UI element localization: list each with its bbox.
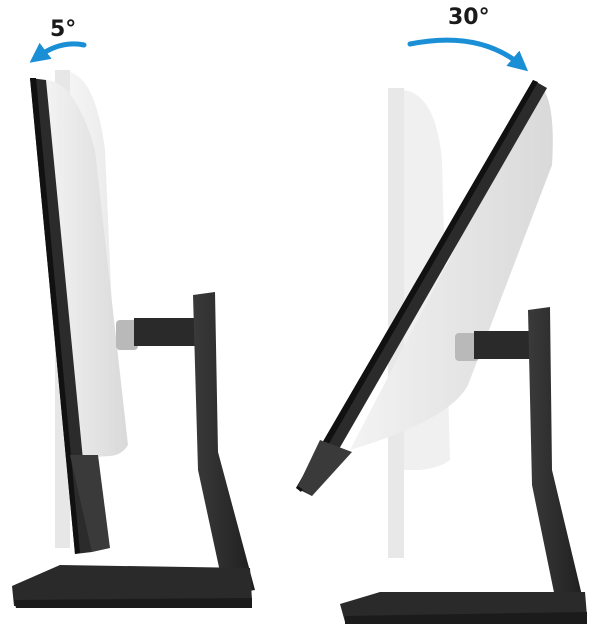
right-monitor-back bbox=[350, 85, 553, 450]
left-hinge-arm bbox=[134, 318, 200, 346]
right-monitor-group: 30° bbox=[296, 5, 587, 624]
right-tilt-arrow bbox=[410, 40, 522, 66]
left-angle-label: 5° bbox=[50, 17, 76, 42]
right-monitor-chin bbox=[298, 440, 352, 496]
left-stand-neck bbox=[193, 292, 255, 595]
right-stand-neck bbox=[528, 307, 585, 612]
right-angle-label: 30° bbox=[448, 5, 490, 30]
left-tilt-arrow bbox=[36, 44, 84, 58]
right-hinge-arm bbox=[474, 331, 534, 359]
left-monitor-group: 5° bbox=[12, 17, 255, 608]
